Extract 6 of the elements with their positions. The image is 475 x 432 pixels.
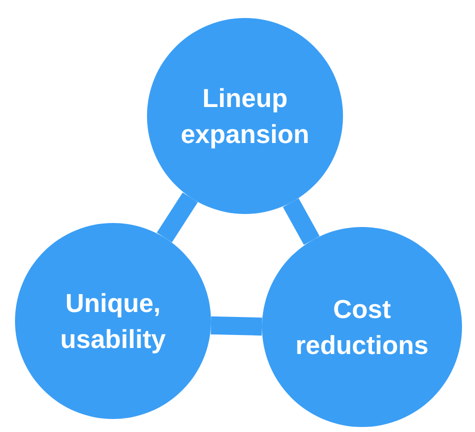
node-label: Lineup expansion xyxy=(180,82,310,151)
node-label: Cost reductions xyxy=(294,293,430,362)
connector-bar xyxy=(282,198,320,245)
connector-bar xyxy=(210,316,262,336)
node-label: Unique, usability xyxy=(59,287,167,356)
connector-bar xyxy=(156,192,198,242)
